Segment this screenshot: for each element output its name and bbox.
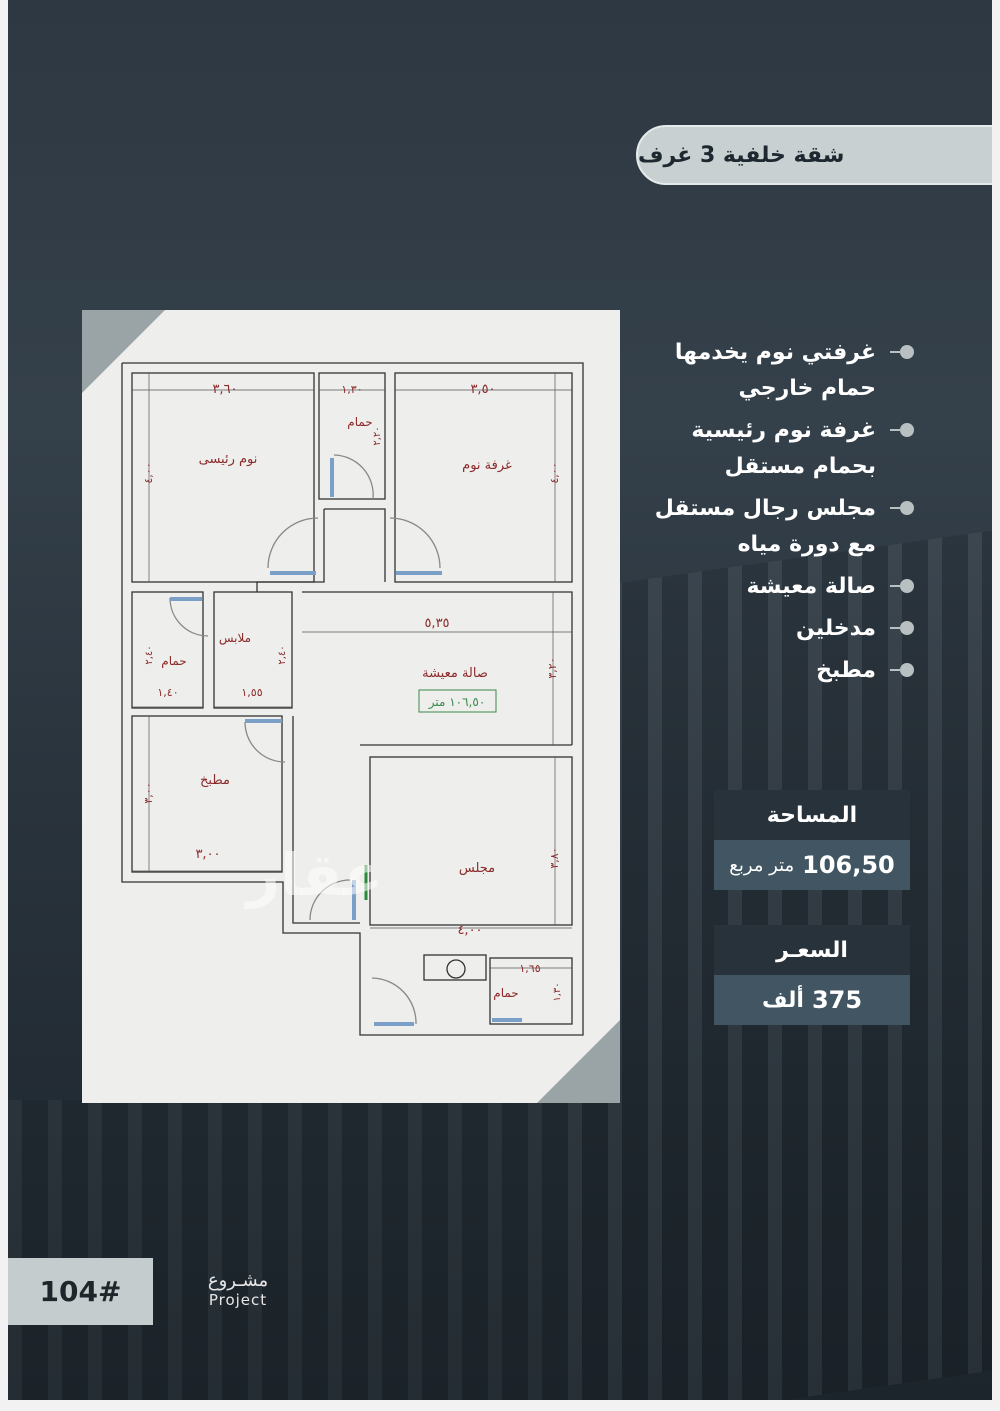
dimension-label: ١,٦٥ bbox=[519, 962, 540, 975]
door-swing-icon bbox=[309, 879, 351, 921]
feature-item: غرفتي نوم يخدمها حمام خارجي bbox=[634, 335, 914, 407]
room-label: غرفة نوم bbox=[462, 458, 512, 473]
dimension-label: ٢,٤٠ bbox=[277, 645, 288, 664]
listing-title: شقة خلفية 3 غرف bbox=[636, 125, 992, 185]
feature-list: غرفتي نوم يخدمها حمام خارجي غرفة نوم رئيس… bbox=[634, 335, 914, 695]
dimension-label: ١,٤٠ bbox=[157, 686, 178, 699]
dimension-label: ١,٥٥ bbox=[241, 686, 262, 699]
project-label: مشـروع Project bbox=[198, 1270, 278, 1309]
feature-item: مجلس رجال مستقل مع دورة مياه bbox=[634, 491, 914, 563]
room-bathroom-left bbox=[131, 591, 204, 709]
room-living bbox=[302, 591, 573, 745]
feature-text: مطبخ bbox=[816, 658, 876, 683]
fixture bbox=[423, 954, 487, 981]
floor-plan: نوم رئيسى حمام غرفة نوم ملابس حمام صالة … bbox=[82, 310, 620, 1103]
dimension-label: ١,٣٠ bbox=[341, 383, 362, 396]
project-label-ar: مشـروع bbox=[207, 1270, 269, 1291]
price-label: السعـر bbox=[714, 925, 910, 975]
price-value: 375 bbox=[811, 986, 863, 1014]
area-value-box: 106,50 متر مربع bbox=[714, 840, 910, 890]
feature-item: غرفة نوم رئيسية بحمام مستقل bbox=[634, 413, 914, 485]
dimension-label: ٤,٠٠ bbox=[142, 462, 155, 483]
price-value-box: 375 ألف bbox=[714, 975, 910, 1025]
room-master-bedroom bbox=[131, 372, 315, 583]
outer-wall bbox=[121, 362, 584, 1036]
dimension-label: ٤,٠٠ bbox=[548, 462, 561, 483]
feature-item: مدخلين bbox=[634, 611, 914, 647]
dimension-label: ٣,٠٠ bbox=[195, 847, 220, 862]
area-tag: ١٠٦,٥٠ متر bbox=[428, 695, 486, 710]
feature-text: غرفتي نوم يخدمها bbox=[674, 340, 876, 365]
dimension-label: ٣,٠٠ bbox=[142, 782, 155, 803]
price-unit: ألف bbox=[761, 987, 804, 1013]
feature-text: مدخلين bbox=[796, 616, 876, 641]
door-swing-icon bbox=[169, 597, 209, 637]
dimension-label: ٥,٣٥ bbox=[424, 616, 449, 631]
door-swing-icon bbox=[389, 517, 441, 569]
door-swing-icon bbox=[333, 454, 374, 500]
room-label: مجلس bbox=[459, 861, 495, 876]
room-label: مطبخ bbox=[200, 773, 230, 788]
bullet-icon bbox=[890, 663, 914, 677]
floor-plan-drawing: نوم رئيسى حمام غرفة نوم ملابس حمام صالة … bbox=[82, 310, 620, 1103]
area-value: 106,50 bbox=[802, 851, 895, 879]
door-swing-icon bbox=[267, 517, 319, 569]
door-swing-icon bbox=[371, 977, 417, 1025]
dimension-label: ٣,٨٠ bbox=[548, 847, 561, 868]
hall-wall bbox=[324, 508, 386, 582]
bullet-icon bbox=[890, 423, 914, 437]
room-bedroom bbox=[394, 372, 573, 583]
building-background bbox=[8, 1100, 568, 1400]
room-label: حمام bbox=[347, 415, 372, 429]
dimension-label: ١,٣٠ bbox=[552, 982, 563, 1001]
dimension-label: ٣,٦٠ bbox=[212, 382, 237, 397]
door-swing-icon bbox=[244, 721, 286, 763]
toilet-icon bbox=[446, 959, 466, 979]
room-label: ملابس bbox=[219, 631, 251, 646]
project-label-en: Project bbox=[208, 1291, 268, 1309]
dimension-label: ٤,٠٠ bbox=[457, 923, 482, 938]
project-number: 104# bbox=[8, 1258, 153, 1325]
hall-wall bbox=[256, 509, 325, 592]
dimension-label: ٢,٤٠ bbox=[144, 645, 155, 664]
area-label: المساحة bbox=[714, 790, 910, 840]
bullet-icon bbox=[890, 345, 914, 359]
bullet-icon bbox=[890, 501, 914, 515]
feature-text: غرفة نوم رئيسية bbox=[691, 418, 876, 443]
watermark-logo: عقار bbox=[244, 841, 384, 909]
room-label: حمام bbox=[161, 654, 186, 668]
corner-decoration bbox=[537, 1020, 620, 1103]
room-closet bbox=[213, 591, 293, 709]
feature-text: بحمام مستقل bbox=[724, 454, 876, 479]
feature-item: مطبخ bbox=[634, 653, 914, 689]
dimension-label: ٣,٢٠ bbox=[546, 657, 559, 678]
feature-text: مع دورة مياه bbox=[737, 532, 876, 557]
room-bathroom-bottom bbox=[489, 957, 573, 1025]
feature-item: صالة معيشة bbox=[634, 569, 914, 605]
corridor-wall bbox=[292, 716, 360, 924]
dimension-label: ٣,٥٠ bbox=[470, 382, 495, 397]
area-tag-box bbox=[418, 689, 497, 713]
feature-text: صالة معيشة bbox=[746, 574, 876, 599]
room-kitchen bbox=[131, 715, 283, 873]
bullet-icon bbox=[890, 621, 914, 635]
feature-text: حمام خارجي bbox=[738, 376, 876, 401]
area-unit: متر مربع bbox=[729, 854, 795, 876]
bullet-icon bbox=[890, 579, 914, 593]
dimension-label: ٢,٢٠ bbox=[372, 426, 383, 445]
room-label: نوم رئيسى bbox=[199, 452, 258, 467]
room-label: حمام bbox=[493, 986, 518, 1000]
corner-decoration bbox=[82, 310, 165, 393]
feature-text: مجلس رجال مستقل bbox=[654, 496, 876, 521]
room-majlis bbox=[369, 756, 573, 926]
room-bathroom-top bbox=[318, 372, 386, 500]
room-label: صالة معيشة bbox=[422, 666, 488, 681]
